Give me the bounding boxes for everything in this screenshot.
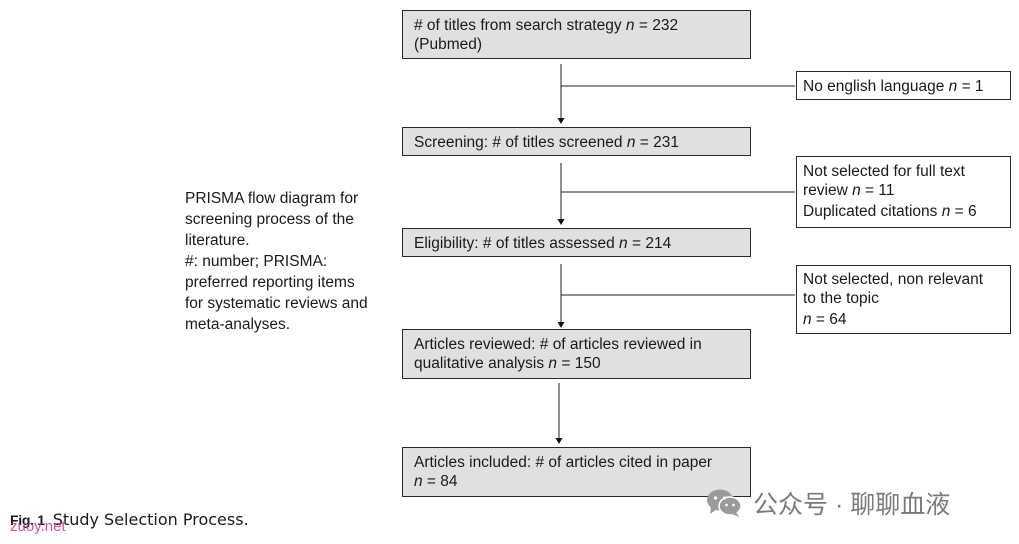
arrow-down-icon bbox=[557, 118, 565, 124]
box-eligibility: Eligibility: # of titles assessed n = 21… bbox=[402, 228, 751, 257]
arrow-down-icon bbox=[555, 438, 563, 444]
arrow-down-icon bbox=[557, 322, 565, 328]
side-note-line: meta-analyses. bbox=[185, 316, 291, 333]
figure-caption: Fig. 1 Study Selection Process. bbox=[10, 510, 249, 530]
box-articles-included: Articles included: # of articles cited i… bbox=[402, 447, 751, 497]
side-note-line: screening process of the bbox=[185, 211, 354, 228]
watermark: zuoy.net bbox=[10, 518, 66, 535]
figure-title: Study Selection Process. bbox=[52, 510, 249, 529]
side-note: PRISMA flow diagram for screening proces… bbox=[185, 188, 395, 335]
side-note-line: literature. bbox=[185, 232, 250, 249]
exclusion-non-relevant: Not selected, non relevant to the topic … bbox=[796, 265, 1011, 334]
wechat-label: 公众号 · 聊聊血液 bbox=[753, 491, 951, 519]
box-screening: Screening: # of titles screened n = 231 bbox=[402, 127, 751, 156]
side-note-line: #: number; PRISMA: bbox=[185, 253, 328, 270]
exclusion-no-english: No english language n = 1 bbox=[796, 71, 1011, 100]
side-note-line: PRISMA flow diagram for bbox=[185, 190, 359, 207]
box-articles-reviewed: Articles reviewed: # of articles reviewe… bbox=[402, 329, 751, 379]
box-search-strategy: # of titles from search strategy n = 232… bbox=[402, 10, 751, 59]
exclusion-not-selected-full-text: Not selected for full text review n = 11… bbox=[796, 156, 1011, 228]
wechat-watermark: 公众号 · 聊聊血液 bbox=[705, 485, 950, 521]
side-note-line: for systematic reviews and bbox=[185, 295, 368, 312]
arrow-down-icon bbox=[557, 219, 565, 225]
figure-label: Fig. 1 bbox=[10, 512, 45, 528]
side-note-line: preferred reporting items bbox=[185, 274, 355, 291]
wechat-icon bbox=[707, 489, 742, 517]
